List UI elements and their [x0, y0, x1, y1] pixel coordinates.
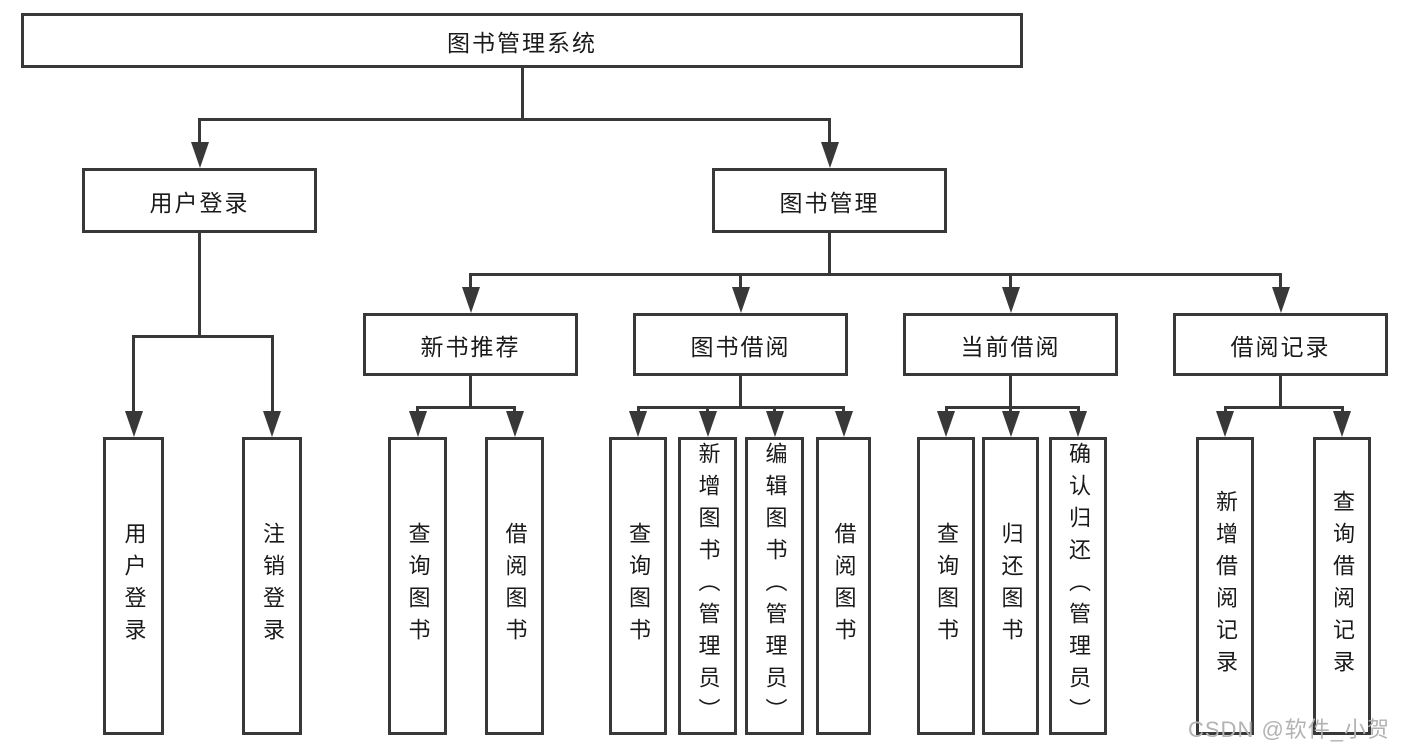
connector-vline [739, 376, 742, 406]
leaf-label: 借阅图书 [502, 522, 528, 650]
leaf-label: 查询借阅记录 [1330, 490, 1355, 682]
connector-vline [828, 118, 831, 144]
connector-vline [706, 406, 709, 413]
arrow-down-icon [1001, 287, 1020, 313]
connector-vline [739, 273, 742, 289]
connector-vline [1223, 406, 1227, 413]
node-borrowing-records: 借阅记录 [1173, 313, 1388, 376]
arrow-down-icon [461, 287, 480, 313]
arrow-down-icon [629, 411, 647, 437]
node-label: 新书推荐 [420, 333, 521, 360]
connector-vline [198, 233, 201, 335]
arrow-down-icon [408, 411, 427, 437]
node-label: 借阅记录 [1230, 333, 1331, 360]
arrow-down-icon [765, 411, 784, 437]
connector-vline [773, 406, 776, 413]
leaf-label: 新增借阅记录 [1213, 490, 1238, 682]
arrow-down-icon [1333, 411, 1351, 437]
connector-vline [828, 233, 831, 273]
arrow-down-icon [820, 142, 839, 168]
connector-vline [1009, 376, 1012, 406]
connector-vline [1279, 376, 1282, 406]
connector-vline [636, 406, 640, 413]
connector-vline [1340, 406, 1344, 413]
leaf-label: 借阅图书 [831, 522, 857, 650]
node-new-book-recommendation: 新书推荐 [363, 313, 578, 376]
arrow-down-icon [1001, 411, 1020, 437]
arrow-down-icon [263, 411, 281, 437]
leaf-label: 新增图书（管理员） [695, 442, 721, 730]
connector-vline [416, 406, 419, 413]
connector-vline [1076, 406, 1080, 413]
connector-vline [1279, 273, 1282, 289]
leaf-add-books-admin: 新增图书（管理员） [678, 437, 737, 735]
node-label: 当前借阅 [960, 333, 1061, 360]
leaf-logout: 注销登录 [242, 437, 302, 735]
leaf-label: 查询图书 [934, 522, 959, 650]
leaf-label: 查询图书 [626, 522, 651, 650]
node-label: 用户登录 [149, 189, 250, 216]
connector-vline [842, 406, 845, 413]
arrow-down-icon [124, 411, 143, 437]
arrow-down-icon [1216, 411, 1234, 437]
node-user-login: 用户登录 [82, 168, 317, 233]
leaf-edit-books-admin: 编辑图书（管理员） [745, 437, 804, 735]
connector-hline [636, 406, 845, 409]
connector-vline [944, 406, 948, 413]
leaf-label: 编辑图书（管理员） [762, 442, 788, 730]
arrow-down-icon [190, 142, 209, 168]
leaf-borrow-books: 借阅图书 [816, 437, 871, 735]
leaf-confirm-return-admin: 确认归还（管理员） [1049, 437, 1107, 735]
connector-vline [270, 335, 274, 413]
arrow-down-icon [698, 411, 717, 437]
connector-vline [513, 406, 516, 413]
node-library-management-system: 图书管理系统 [21, 13, 1023, 68]
leaf-user-login: 用户登录 [103, 437, 164, 735]
node-book-borrowing: 图书借阅 [633, 313, 848, 376]
leaf-search-books-current: 查询图书 [917, 437, 975, 735]
connector-vline [520, 66, 524, 118]
connector-hline [944, 406, 1080, 409]
connector-hline [132, 335, 273, 338]
leaf-search-borrow-record: 查询借阅记录 [1313, 437, 1371, 735]
leaf-label: 用户登录 [121, 522, 147, 650]
arrow-down-icon [937, 411, 955, 437]
node-label: 图书管理系统 [447, 29, 597, 56]
leaf-label: 查询图书 [405, 522, 431, 650]
leaf-borrow-books-recommend: 借阅图书 [485, 437, 544, 735]
connector-vline [1009, 273, 1012, 289]
node-label: 图书借阅 [690, 333, 791, 360]
leaf-search-books-recommend: 查询图书 [388, 437, 447, 735]
node-book-management: 图书管理 [712, 168, 947, 233]
leaf-add-borrow-record: 新增借阅记录 [1196, 437, 1254, 735]
connector-hline [469, 273, 1282, 276]
connector-hline [416, 406, 516, 409]
arrow-down-icon [1271, 287, 1290, 313]
connector-vline [469, 273, 472, 289]
node-label: 图书管理 [779, 189, 880, 216]
leaf-label: 注销登录 [260, 522, 285, 650]
arrow-down-icon [505, 411, 524, 437]
arrow-down-icon [834, 411, 853, 437]
connector-hline [1223, 406, 1344, 409]
leaf-search-books-borrowing: 查询图书 [609, 437, 667, 735]
arrow-down-icon [1069, 411, 1087, 437]
connector-vline [198, 118, 201, 144]
connector-vline [469, 376, 472, 406]
connector-vline [1009, 406, 1012, 413]
csdn-watermark: CSDN @软件_小贺同学 [1188, 717, 1391, 742]
leaf-return-books: 归还图书 [982, 437, 1039, 735]
leaf-label: 归还图书 [998, 522, 1024, 650]
node-current-borrowing: 当前借阅 [903, 313, 1118, 376]
arrow-down-icon [731, 287, 750, 313]
connector-vline [132, 335, 135, 413]
leaf-label: 确认归还（管理员） [1066, 442, 1091, 730]
connector-hline [198, 118, 831, 121]
